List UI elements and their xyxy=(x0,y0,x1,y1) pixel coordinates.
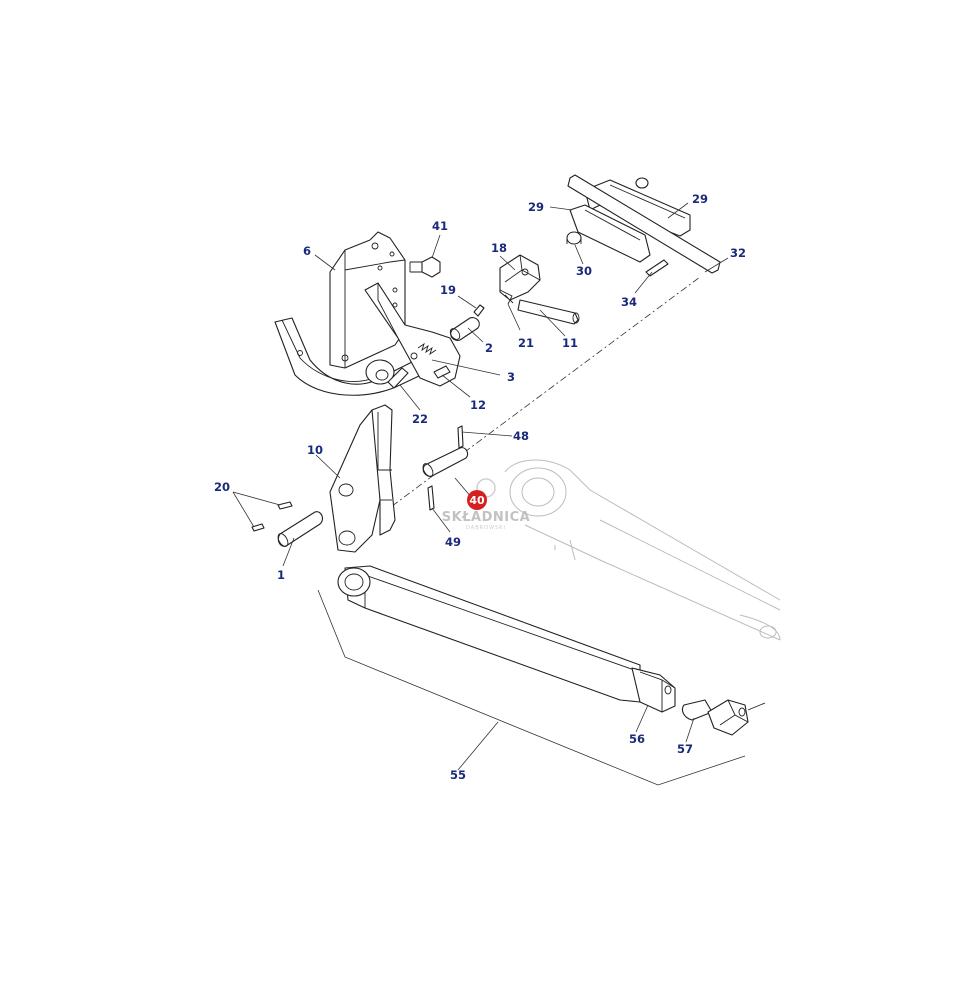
part-2-cylinder-pin xyxy=(449,317,480,341)
part-57-end-fitting xyxy=(681,699,766,736)
part-3-spring xyxy=(410,342,437,360)
part-21-spring-pin xyxy=(499,289,514,305)
callout-1[interactable]: 1 xyxy=(277,568,285,582)
part-41-bolt xyxy=(409,256,441,278)
part-1-pin xyxy=(277,511,324,547)
watermark-logo: SKŁADNICA DĄBROWSKI xyxy=(442,478,530,531)
part-30-bushing xyxy=(566,231,582,245)
callout-labels: 41 6 18 19 2 21 11 3 22 12 29 29 30 32 3… xyxy=(214,192,746,782)
part-10-clevis xyxy=(329,404,396,553)
part-18-control-block xyxy=(499,254,541,301)
part-22-roller xyxy=(365,359,409,389)
callout-29-left[interactable]: 29 xyxy=(528,200,544,214)
callout-32[interactable]: 32 xyxy=(730,246,746,260)
callout-40-label: 40 xyxy=(469,494,485,507)
background-lift-arm xyxy=(504,459,781,641)
callout-40-highlight[interactable]: 40 xyxy=(467,490,487,510)
part-48-pin xyxy=(457,425,464,449)
callout-22[interactable]: 22 xyxy=(412,412,428,426)
part-19-pin xyxy=(473,304,485,317)
callout-57[interactable]: 57 xyxy=(677,742,693,756)
leader-lines xyxy=(232,202,729,771)
callout-29-right[interactable]: 29 xyxy=(692,192,708,206)
part-34-pin xyxy=(645,259,669,277)
part-29-guide-plate-lower xyxy=(569,204,651,263)
callout-18[interactable]: 18 xyxy=(491,241,507,255)
callout-34[interactable]: 34 xyxy=(621,295,637,309)
callout-20[interactable]: 20 xyxy=(214,480,230,494)
callout-49[interactable]: 49 xyxy=(445,535,461,549)
part-56-lift-rod xyxy=(337,565,676,713)
part-11-rod xyxy=(517,299,580,325)
callout-6[interactable]: 6 xyxy=(303,244,311,258)
callout-11[interactable]: 11 xyxy=(562,336,578,350)
watermark-name: SKŁADNICA xyxy=(442,510,530,525)
part-55-group-bracket xyxy=(317,589,746,786)
part-12-pin xyxy=(433,365,451,379)
callout-41[interactable]: 41 xyxy=(432,219,448,233)
callout-12[interactable]: 12 xyxy=(470,398,486,412)
part-20-clip xyxy=(251,501,293,532)
callout-56[interactable]: 56 xyxy=(629,732,645,746)
watermark-subtitle: DĄBROWSKI xyxy=(466,525,506,531)
callout-55[interactable]: 55 xyxy=(450,768,466,782)
callout-10[interactable]: 10 xyxy=(307,443,323,457)
callout-21[interactable]: 21 xyxy=(518,336,534,350)
callout-19[interactable]: 19 xyxy=(440,283,456,297)
callout-48[interactable]: 48 xyxy=(513,429,529,443)
part-49-pin xyxy=(427,485,435,511)
callout-3[interactable]: 3 xyxy=(507,370,515,384)
part-40-pin xyxy=(422,447,469,477)
callout-30[interactable]: 30 xyxy=(576,264,592,278)
part-32-rail xyxy=(567,174,721,274)
callout-2[interactable]: 2 xyxy=(485,341,493,355)
